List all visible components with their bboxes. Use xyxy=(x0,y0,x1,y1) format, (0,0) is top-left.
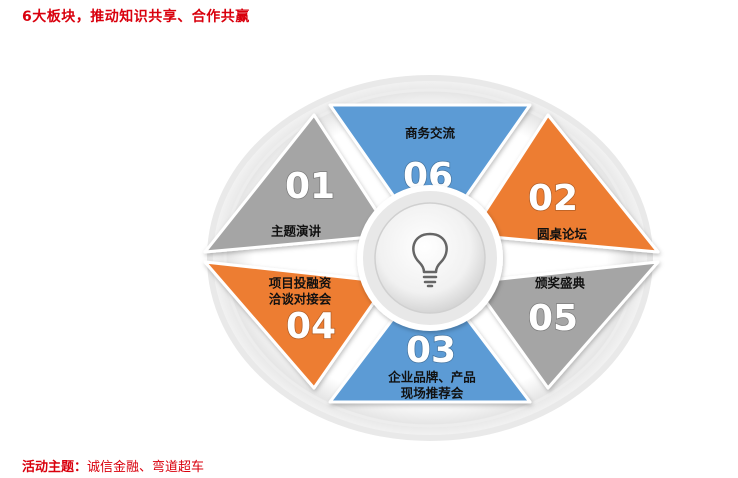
segment-number: 03 xyxy=(406,330,456,371)
segments-layer: 06商务交流02圆桌论坛05颁奖盛典03企业品牌、产品现场推荐会04项目投融资洽… xyxy=(203,103,660,404)
segment-label: 项目投融资 xyxy=(269,276,332,291)
theme-value: 诚信金融、弯道超车 xyxy=(87,460,205,475)
segment-number: 01 xyxy=(285,166,335,207)
segment-label: 企业品牌、产品 xyxy=(387,370,476,385)
segment-number: 05 xyxy=(528,298,578,339)
page-heading: 6大板块，推动知识共享、合作共赢 xyxy=(22,9,250,25)
segment-01 xyxy=(203,113,394,254)
segment-label: 主题演讲 xyxy=(271,224,322,239)
lightbulb-icon xyxy=(412,232,448,288)
segment-label: 商务交流 xyxy=(405,126,456,141)
segment-number: 04 xyxy=(286,306,336,347)
segment-label: 现场推荐会 xyxy=(401,386,464,401)
segment-03 xyxy=(328,268,532,404)
center-hub xyxy=(374,202,486,314)
activity-theme: 活动主题：诚信金融、弯道超车 xyxy=(22,456,204,475)
theme-label: 活动主题： xyxy=(22,460,88,475)
segment-label: 圆桌论坛 xyxy=(537,227,588,242)
segment-06 xyxy=(328,103,532,250)
segment-02 xyxy=(468,113,660,254)
segment-04 xyxy=(203,260,390,390)
inner-ring xyxy=(223,88,637,428)
segment-label: 颁奖盛典 xyxy=(535,276,586,291)
segment-05 xyxy=(470,260,660,390)
segment-label: 洽谈对接会 xyxy=(269,292,332,307)
segment-number: 02 xyxy=(528,178,578,219)
